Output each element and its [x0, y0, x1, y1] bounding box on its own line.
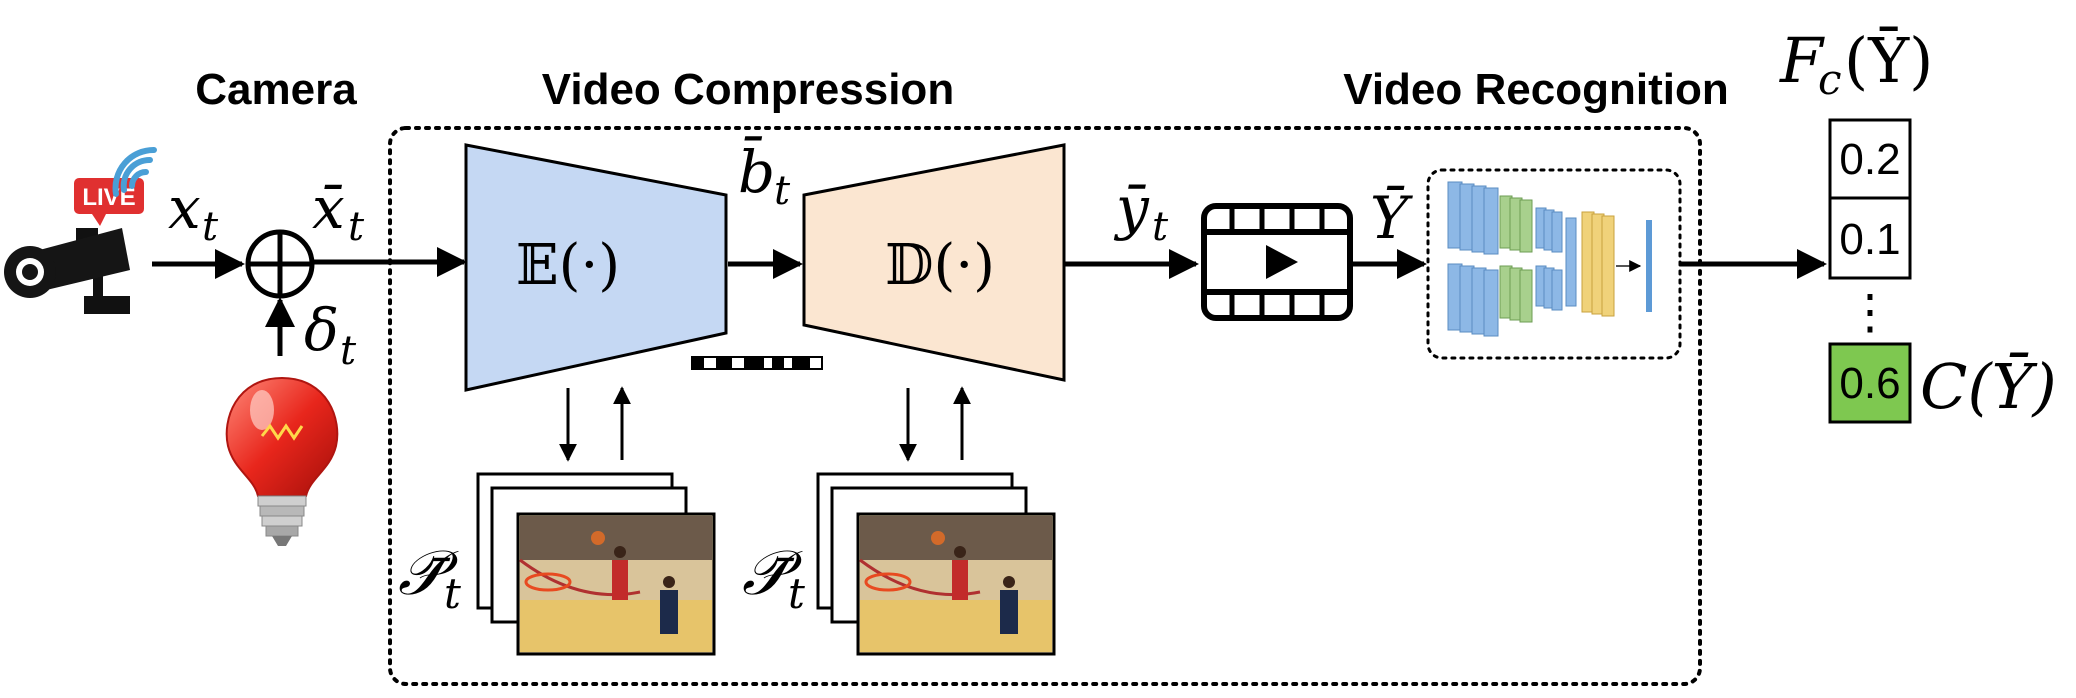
system-boundary-box	[388, 126, 1702, 686]
section-title-recognition: Video Recognition	[1343, 65, 1728, 114]
label-x: x	[168, 174, 201, 242]
label-xbar: x̄	[312, 174, 345, 242]
frames-thumbnail-icon-2	[816, 472, 1056, 656]
camera-icon	[4, 228, 130, 314]
label-y-sub: t	[1152, 204, 1169, 250]
output-cell-0-text: 0.2	[1839, 135, 1900, 184]
label-y: ȳ	[1113, 174, 1150, 242]
frame-image-2	[856, 512, 1056, 656]
network-icon	[1447, 181, 1652, 337]
output-cell-1-text: 0.1	[1839, 215, 1900, 264]
label-fc-sub: c	[1818, 55, 1842, 104]
label-fc-arg: (Ȳ)	[1844, 24, 1933, 97]
output-cell-highlight	[1828, 342, 1912, 424]
section-title-compression: Video Compression	[542, 65, 954, 114]
live-badge-text: LIVE	[82, 184, 135, 211]
frames-thumbnail-icon	[476, 472, 716, 656]
output-vector: 0.2 0.1 ⋮ 0.6	[1828, 118, 1912, 424]
video-play-icon	[1201, 203, 1353, 321]
label-Y: Ȳ	[1370, 184, 1413, 252]
label-C: C(Ȳ)	[1920, 350, 2057, 423]
label-b-sub: t	[774, 168, 791, 214]
plus-circle-icon	[245, 229, 315, 299]
label-P2-sub: t	[788, 569, 805, 618]
decoder-label: 𝔻(·)	[885, 233, 995, 298]
output-cell-highlight-text: 0.6	[1839, 359, 1900, 408]
wifi-icon	[112, 146, 157, 197]
label-delta: δ	[304, 296, 339, 364]
decoder-block	[802, 143, 1066, 382]
bitstream-icon	[691, 356, 823, 370]
lightbulb-icon	[225, 376, 339, 546]
output-cell-0	[1828, 118, 1912, 200]
label-xbar-sub: t	[348, 204, 365, 250]
label-P1-sub: t	[444, 569, 461, 618]
label-x-sub: t	[202, 204, 219, 250]
output-cell-1	[1828, 196, 1912, 280]
encoder-block	[464, 143, 728, 392]
label-fc-group: F c (Ȳ)	[1779, 24, 1933, 104]
output-ellipsis: ⋮	[1846, 284, 1894, 340]
section-title-camera: Camera	[195, 65, 357, 114]
label-b: b̄	[738, 135, 775, 206]
encoder-label: 𝔼(·)	[516, 233, 620, 298]
label-fc: F	[1779, 24, 1825, 97]
label-delta-sub: t	[340, 328, 357, 374]
frame-image-1	[516, 512, 716, 656]
